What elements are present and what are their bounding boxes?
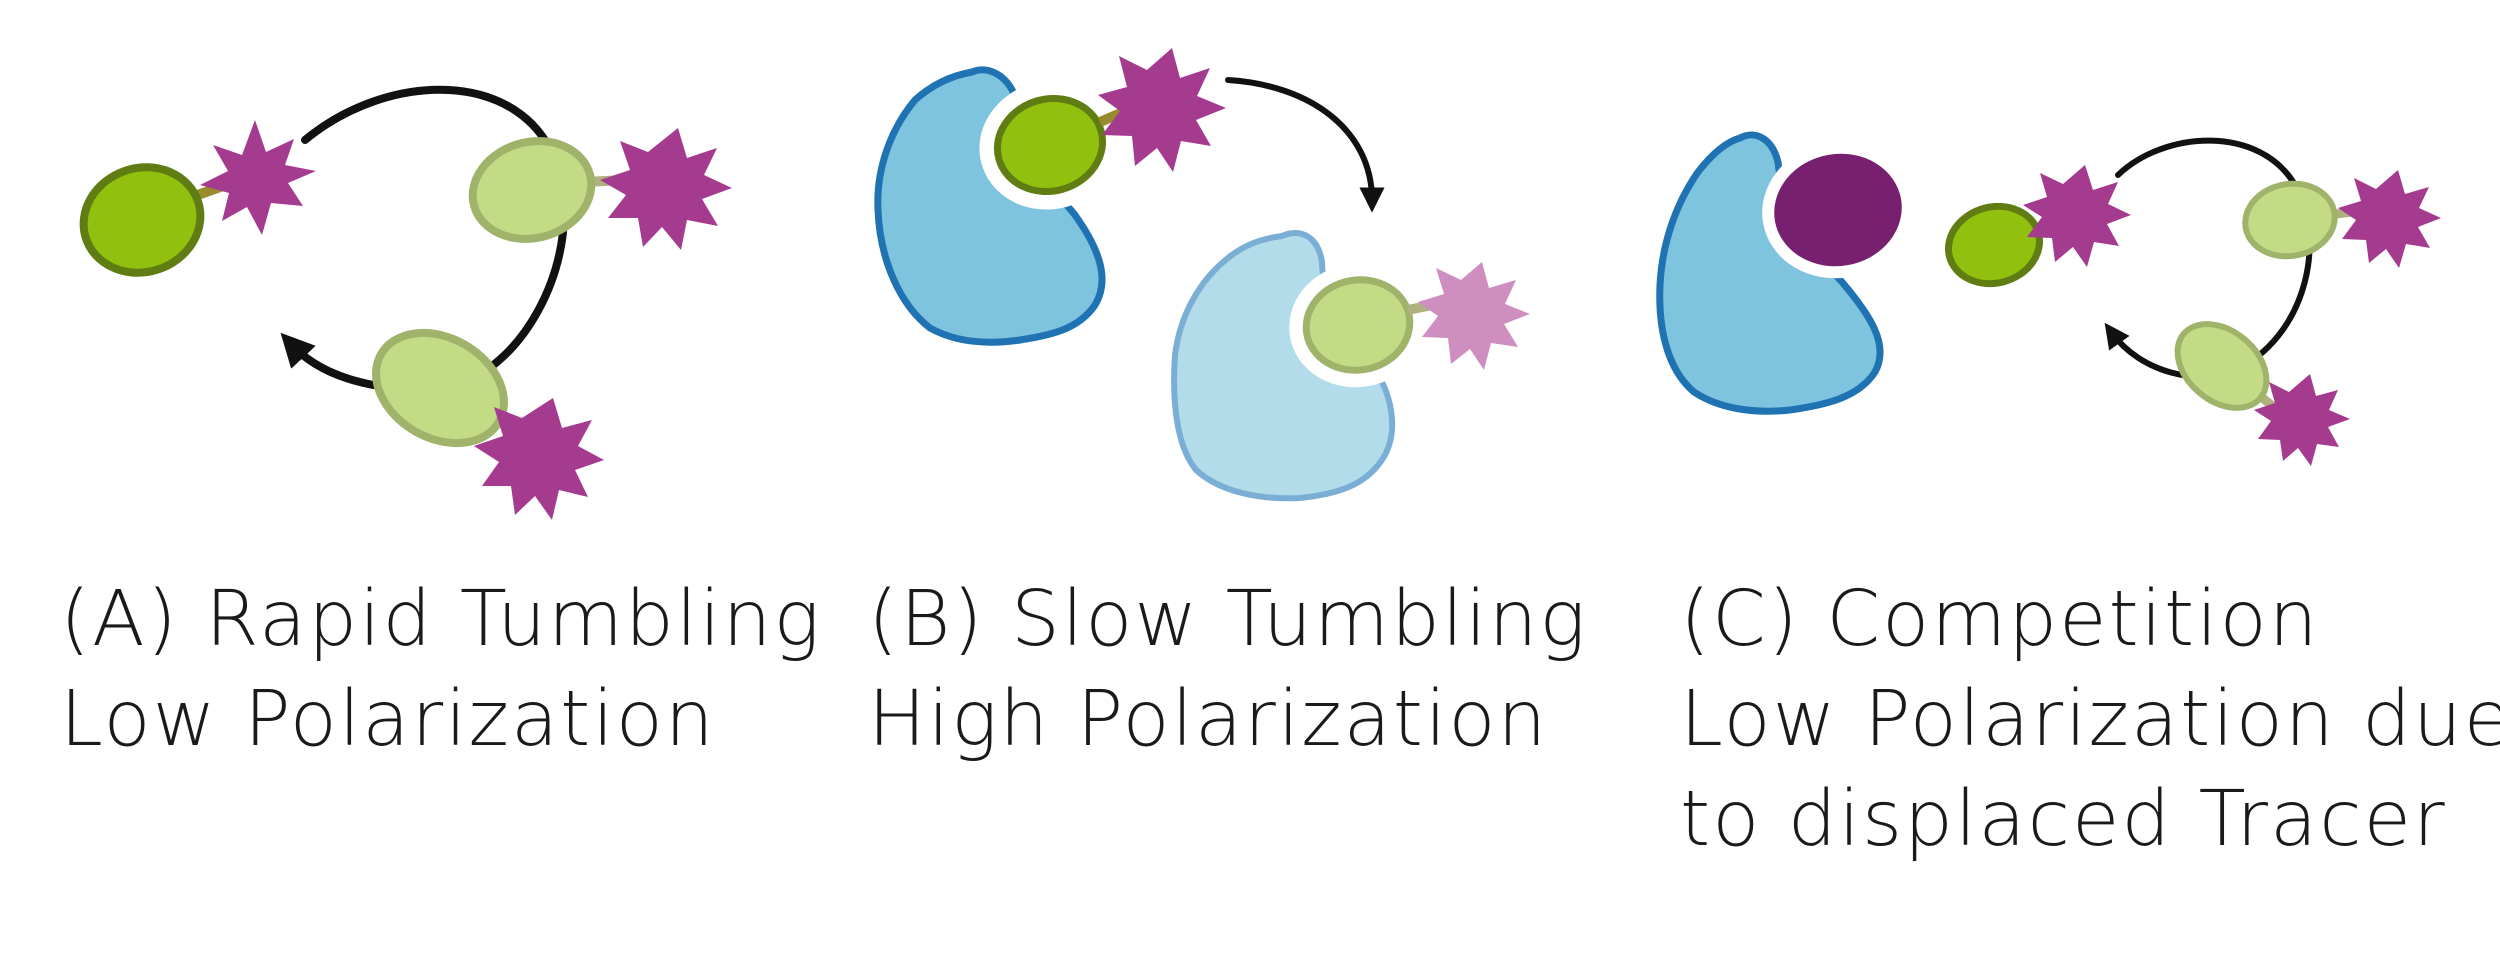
starburst-icon: [200, 120, 316, 235]
panel-c: [1656, 131, 2441, 466]
rotation-arrow-icon: [280, 85, 569, 395]
tracer-ellipse-icon: [2174, 321, 2270, 411]
tracer-ellipse-icon: [993, 94, 1107, 196]
caption-c-line3: to displaced Tracer: [1680, 775, 2447, 864]
caption-b-line2: High Polarization: [868, 675, 1549, 764]
caption-c-line1: (C) Competition: [1680, 575, 2320, 664]
caption-a-line1: (A) Rapid Tumbling: [60, 575, 822, 664]
caption-panel-b: (B) Slow Tumbling High Polarization: [868, 570, 1588, 770]
caption-panel-a: (A) Rapid Tumbling Low Polarization: [60, 570, 822, 770]
starburst-icon: [1098, 48, 1226, 172]
starburst-icon: [2254, 374, 2350, 466]
tracer-ellipse-icon: [468, 137, 596, 243]
tracer-ellipse-icon: [1944, 202, 2044, 288]
starburst-icon: [600, 128, 732, 250]
caption-b-line1: (B) Slow Tumbling: [868, 575, 1588, 664]
starburst-icon: [2023, 165, 2131, 267]
rotation-arrow-icon: [1225, 77, 1385, 213]
caption-panel-c: (C) Competition Low Polarization due to …: [1680, 570, 2500, 870]
caption-c-line2: Low Polarization due: [1680, 675, 2500, 764]
tracer-ellipse-icon: [1302, 276, 1414, 374]
starburst-icon: [2338, 170, 2441, 268]
starburst-icon: [474, 398, 604, 520]
starburst-icon: [1418, 262, 1530, 370]
tracer-ellipse-icon: [2242, 180, 2338, 260]
tracer-ellipse-icon: [79, 163, 205, 277]
panel-b: [874, 48, 1530, 502]
competitor-ellipse-icon: [1762, 141, 1914, 279]
caption-a-line2: Low Polarization: [60, 675, 716, 764]
panel-a: [79, 85, 732, 520]
